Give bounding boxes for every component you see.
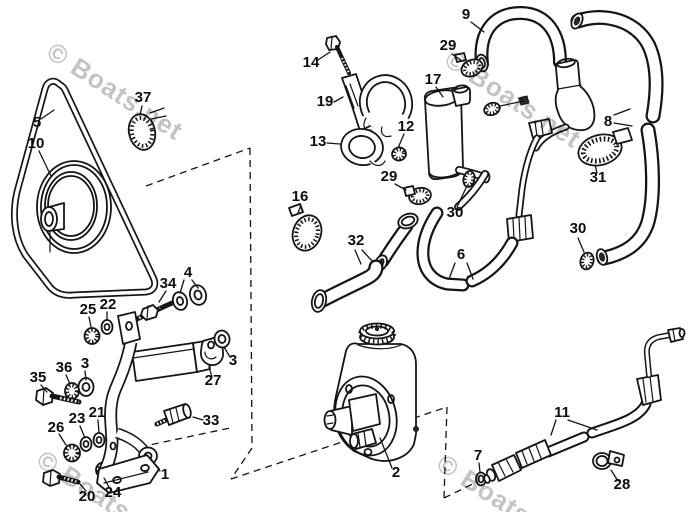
part-number-label-33: 33 <box>203 412 220 429</box>
washer-21 <box>92 432 106 448</box>
clamp-28 <box>592 450 625 470</box>
part-number-label-17: 17 <box>425 71 442 88</box>
part-number-label-7: 7 <box>474 447 482 464</box>
part-number-label-13: 13 <box>310 133 327 150</box>
drive-belt-5 <box>10 77 159 299</box>
hose-6 <box>416 206 519 292</box>
nut-25 <box>83 327 101 345</box>
cooler-17 <box>423 84 491 184</box>
part-number-label-3: 3 <box>229 352 237 369</box>
bracket-1 <box>95 311 160 494</box>
pump-2 <box>323 322 419 462</box>
hose-clamp-37 <box>127 107 167 151</box>
stud-34 <box>134 300 175 322</box>
part-number-label-29: 29 <box>440 37 457 54</box>
part-number-label-21: 21 <box>89 404 106 421</box>
hose-clamp-31 <box>577 127 633 167</box>
part-number-label-37: 37 <box>135 89 152 106</box>
leader-lines <box>38 21 633 492</box>
washer-22 <box>100 319 114 335</box>
hose-clamp-30-left <box>462 170 476 188</box>
part-number-label-5: 5 <box>33 114 41 131</box>
part-number-label-24: 24 <box>105 484 122 501</box>
steel-tube-assembly <box>506 118 570 243</box>
washer-23 <box>79 436 93 452</box>
part-number-label-34: 34 <box>160 275 177 292</box>
bolt-20 <box>42 469 81 487</box>
part-number-label-20: 20 <box>79 488 96 505</box>
part-number-label-12: 12 <box>398 118 415 135</box>
hose-11 <box>483 327 686 484</box>
bolt-14 <box>325 35 351 75</box>
part-number-label-19: 19 <box>317 93 334 110</box>
hose-clamp-29-mid <box>403 185 432 206</box>
part-number-label-9: 9 <box>462 6 470 23</box>
part-number-label-25: 25 <box>80 301 97 318</box>
washer-3-left <box>77 377 95 397</box>
clamp-bracket-19 <box>341 73 414 140</box>
nut-12 <box>391 146 407 162</box>
part-number-label-11: 11 <box>554 404 570 421</box>
washer-3-right <box>213 329 231 349</box>
part-number-label-32: 32 <box>348 232 365 249</box>
part-number-label-4: 4 <box>184 264 193 281</box>
part-number-label-30: 30 <box>447 204 464 221</box>
hose-clamp-29-top <box>454 52 484 78</box>
nut-36 <box>64 382 80 400</box>
pulley-10 <box>36 160 112 254</box>
part-number-label-6: 6 <box>457 246 465 263</box>
part-number-label-27: 27 <box>205 372 222 389</box>
part-number-label-14: 14 <box>303 54 320 71</box>
part-number-label-23: 23 <box>69 410 86 427</box>
part-number-label-36: 36 <box>56 359 73 376</box>
part-number-label-30: 30 <box>570 220 587 237</box>
reservoir-cap <box>358 322 396 346</box>
nut-26 <box>63 443 81 463</box>
pump-boot <box>554 57 596 132</box>
part-number-label-3: 3 <box>81 355 89 372</box>
bushing-13 <box>340 128 392 176</box>
hose-clamp-16 <box>288 203 323 252</box>
spacer-33 <box>154 403 192 427</box>
part-number-label-16: 16 <box>292 188 309 205</box>
hose-9 <box>474 6 567 73</box>
bolt-35 <box>35 387 82 406</box>
part-number-label-2: 2 <box>392 464 400 481</box>
part-number-label-35: 35 <box>30 369 47 386</box>
part-number-label-1: 1 <box>161 466 169 483</box>
part-number-label-10: 10 <box>28 135 45 152</box>
part-number-label-26: 26 <box>48 419 65 436</box>
washers-4 <box>171 284 208 311</box>
part-number-label-22: 22 <box>100 296 117 313</box>
hose-8 <box>570 10 664 266</box>
part-number-label-31: 31 <box>590 169 607 186</box>
hose-clamp-29-small <box>483 95 530 117</box>
dashed-construction-lines <box>139 147 490 499</box>
part-number-label-28: 28 <box>614 476 631 493</box>
part-number-label-29: 29 <box>381 168 398 185</box>
part-number-label-8: 8 <box>604 113 612 130</box>
bracket-tube <box>131 340 211 382</box>
hose-32-lower <box>310 259 384 313</box>
cooler-outlet-hose <box>454 170 489 211</box>
hose-clamp-30-right <box>579 251 595 271</box>
